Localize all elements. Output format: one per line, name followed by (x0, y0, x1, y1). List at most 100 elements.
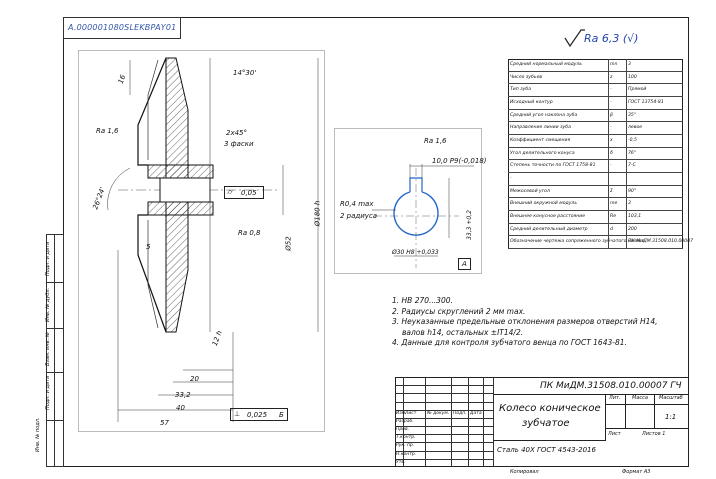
dim-big-label: Ø180 h (313, 200, 322, 227)
param-row (508, 236, 683, 249)
tb-row-label: Дата (470, 410, 482, 416)
param-symbol: Re (610, 213, 617, 219)
note-1: 1. HB 270...300. (392, 296, 453, 305)
param-symbol: mn (610, 61, 618, 67)
bore (159, 177, 211, 203)
runout-frame: ⊥ 0,025 Б (230, 408, 288, 421)
param-symbol: - (610, 125, 612, 131)
sheets-label: Листов 1 (642, 431, 666, 437)
dim-20-label: 20 (190, 375, 199, 383)
section-view-panel (334, 128, 482, 274)
format-label: Формат А3 (622, 469, 651, 475)
param-value: 90° (628, 188, 637, 194)
param-row (508, 160, 683, 173)
param-name: Коэффициент смещения (510, 137, 571, 143)
lit-header: Лит. (609, 395, 621, 401)
dim-57-label: 57 (160, 419, 169, 427)
tb-grid-col (493, 377, 494, 467)
hub-upper (147, 164, 214, 179)
keyway (409, 177, 423, 192)
param-value: 3 (628, 61, 631, 67)
title-doc-code-row (493, 377, 689, 395)
param-value: 100 (628, 74, 637, 80)
gear-section-upper (165, 57, 212, 179)
bore-circle (393, 191, 439, 236)
param-value: 200 (628, 226, 637, 232)
param-value: 3 (628, 201, 631, 207)
runout-value: 0,025 (247, 411, 268, 419)
roughness-general: Ra 6,3 (√) (584, 32, 639, 45)
tb-grid-row (395, 417, 493, 419)
col-line (654, 394, 655, 428)
section-dim-right: 33,3 +0,2 (465, 210, 473, 240)
section-keyway: 10,0 P9(-0,018) (432, 157, 487, 165)
tb-grid-col (468, 377, 469, 467)
param-name: Внешнее конусное расстояние (510, 213, 586, 219)
side-strip (46, 234, 64, 467)
param-name: Тип зуба (510, 87, 532, 93)
scale-value: 1:1 (665, 413, 677, 421)
datum-a-label: А (462, 260, 467, 268)
param-row (508, 122, 683, 135)
main-view-panel (78, 50, 325, 432)
param-symbol: - (610, 163, 612, 169)
side-strip-divider (46, 282, 64, 283)
param-col-line (626, 59, 627, 249)
param-name: Направление линии зуба (510, 125, 571, 131)
param-name: Число зубьев (510, 74, 543, 80)
tb-grid-col (425, 377, 426, 467)
side-label-2: Подп. и дата (45, 375, 51, 410)
sheet-row (605, 428, 689, 441)
side-strip-divider (46, 372, 64, 373)
param-symbol: - (610, 99, 612, 105)
param-value: 103,1 (628, 213, 642, 219)
side-strip-col (54, 234, 55, 467)
title-block (395, 377, 689, 467)
param-row (508, 72, 683, 85)
tb-row-label: Лист (405, 410, 417, 416)
main-view-drawing (107, 57, 319, 422)
param-row (508, 173, 683, 186)
tb-grid-row (395, 409, 493, 411)
tb-grid-row (395, 393, 493, 395)
side-strip-divider (46, 420, 64, 421)
chamfer-bore-note: 3 фаски (224, 140, 254, 148)
param-name: Исходный контур (510, 99, 553, 105)
note-3b: валов h14, остальных ±IT14/2. (402, 327, 524, 337)
note-4: 4. Данные для контроля зубчатого венца п… (392, 338, 627, 347)
param-name: Средний делительный диаметр (510, 226, 588, 232)
param-name: Внешний окружной модуль (510, 201, 578, 207)
section-note-2: 2 радиуса (340, 212, 378, 220)
flatness-frame: ⌭ 0,05 (224, 186, 264, 199)
stamp-code: A.000001080SLEKBPAY01 (68, 23, 177, 32)
param-symbol: - (610, 87, 612, 93)
param-name: Средний нормальный модуль (510, 61, 583, 67)
param-symbol: d (610, 226, 613, 232)
side-label-1: Инв. № подл. (35, 417, 41, 453)
stamp-code-box: A.000001080SLEKBPAY01 (63, 17, 181, 39)
tb-role: Рук. пр. (396, 443, 415, 449)
scale-header: Масштаб (659, 395, 683, 401)
notes-block: 1. HB 270...300. 2. Радиусы скруглений 2… (392, 297, 658, 347)
param-row (508, 97, 683, 110)
tb-grid-row (395, 426, 493, 428)
side-label-3: Взам. инв. № (45, 332, 51, 366)
param-value: 35° (628, 112, 637, 118)
copied-label: Копировал (510, 469, 539, 475)
tb-row-label: Подп. (453, 410, 467, 416)
tb-grid-row (395, 458, 493, 460)
tb-grid-row (395, 450, 493, 452)
param-symbol: δ (610, 150, 613, 156)
param-row (508, 198, 683, 211)
lit-mass-scale-row (605, 394, 689, 405)
mass-header: Масса (632, 395, 648, 401)
tb-grid-col (451, 377, 452, 467)
gear-section-lower (165, 201, 212, 333)
param-symbol: x (610, 137, 613, 143)
section-roughness: Ra 1,6 (424, 137, 447, 145)
title-name-cell (493, 394, 606, 441)
col-line (625, 394, 626, 428)
tooth-edge (147, 59, 159, 329)
tb-grid-col (483, 377, 484, 467)
section-dim-bottom: Ø30 H8 +0,033 (392, 249, 439, 256)
